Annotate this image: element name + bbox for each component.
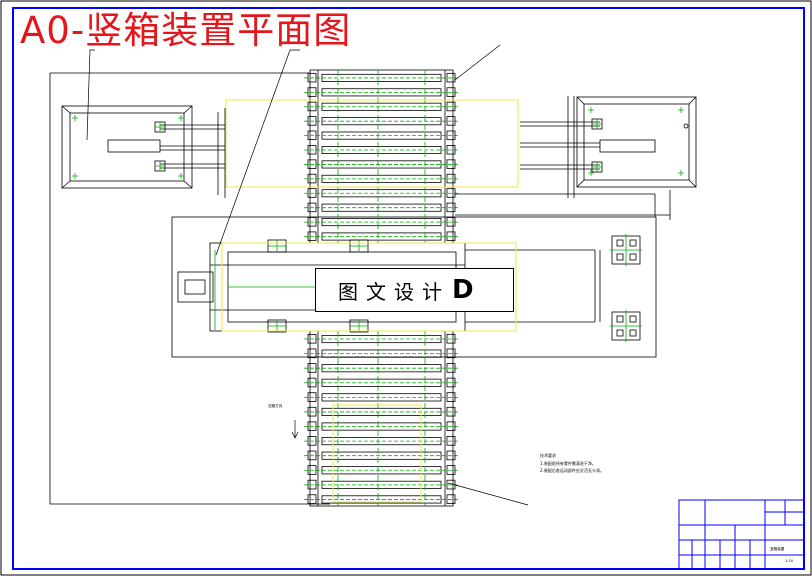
roller-bearing xyxy=(446,450,456,461)
roller-bearing xyxy=(307,450,317,461)
roller-bearing xyxy=(307,436,317,446)
roller-bearing xyxy=(446,72,456,83)
roller-bearing xyxy=(307,159,317,169)
roller-bearing xyxy=(446,494,456,504)
roller-bearing xyxy=(446,465,456,475)
roller-bearing xyxy=(307,363,317,373)
roller-bearing xyxy=(446,130,456,141)
lower-conveyor xyxy=(304,330,459,507)
roller-bearing xyxy=(446,202,456,213)
conveyor-roller xyxy=(321,364,442,373)
drawing-title: A0-竖箱装置平面图 xyxy=(20,9,352,52)
roller-bearing xyxy=(307,333,317,344)
roller-bearing xyxy=(446,217,456,227)
roller-bearing xyxy=(446,231,456,241)
roller-bearing xyxy=(307,348,317,359)
conveyor-roller xyxy=(321,174,442,183)
conveyor-roller xyxy=(321,349,442,358)
roller-bearing xyxy=(446,406,456,417)
conveyor-roller xyxy=(321,334,442,344)
upper-conveyor xyxy=(304,69,459,244)
conveyor-roller xyxy=(321,218,442,227)
roller-bearing xyxy=(446,173,456,184)
roller-bearing xyxy=(446,188,456,198)
motion-envelopes xyxy=(221,99,519,503)
conveyor-roller xyxy=(321,466,442,475)
technical-notes: 技术要求 1.装配前所有零件需清洗干净。 2.装配后各运动部件应灵活无卡滞。 xyxy=(540,452,604,475)
conveyor-roller xyxy=(321,160,442,169)
conveyor-roller xyxy=(321,88,442,97)
roller-bearing xyxy=(446,333,456,344)
right-frame-markers xyxy=(588,107,684,176)
roller-bearing xyxy=(446,145,456,155)
roller-bearing xyxy=(307,101,317,112)
conveyor-roller xyxy=(321,189,442,198)
direction-label: 送箱方向 xyxy=(268,404,283,408)
roller-bearing xyxy=(446,421,456,432)
conveyor-roller xyxy=(321,451,442,460)
roller-bearing xyxy=(307,87,317,97)
watermark-text: 图文设计 xyxy=(338,279,450,304)
roller-bearing xyxy=(446,377,456,388)
note-line-2: 2.装配后各运动部件应灵活无卡滞。 xyxy=(540,468,604,474)
right-frame xyxy=(520,96,697,198)
left-frame-markers xyxy=(72,115,184,179)
roller-bearing xyxy=(307,202,317,213)
roller-bearing xyxy=(307,494,317,504)
roller-bearing xyxy=(307,217,317,227)
conveyor-roller xyxy=(321,73,442,82)
conveyor-roller xyxy=(321,378,442,387)
drawing-frame-inner xyxy=(12,7,805,570)
left-frame xyxy=(61,105,226,198)
roller-bearing xyxy=(307,406,317,417)
conveyor-roller xyxy=(321,437,442,446)
watermark-logo-letter: D xyxy=(452,275,474,305)
note-heading: 技术要求 xyxy=(540,453,556,458)
roller-bearing xyxy=(307,72,317,83)
conveyor-roller xyxy=(321,407,442,416)
roller-bearing xyxy=(307,392,317,402)
roller-bearing xyxy=(307,145,317,155)
roller-bearing xyxy=(307,479,317,490)
conveyor-roller xyxy=(321,117,442,126)
roller-bearing xyxy=(307,116,317,126)
roller-bearing xyxy=(446,116,456,126)
leader-lines xyxy=(86,44,529,506)
roller-bearing xyxy=(307,231,317,241)
roller-bearing xyxy=(446,159,456,169)
title-block xyxy=(678,499,805,570)
conveyor-roller xyxy=(321,131,442,140)
roller-bearing xyxy=(307,188,317,198)
roller-bearing xyxy=(307,465,317,475)
roller-bearing xyxy=(446,87,456,97)
roller-bearing xyxy=(307,130,317,141)
roller-bearing xyxy=(446,101,456,112)
conveyor-roller xyxy=(321,203,442,212)
watermark-banner: 图文设计 D xyxy=(315,268,514,312)
roller-bearing xyxy=(446,436,456,446)
title-block-drawing-name: 竖箱装置 xyxy=(770,547,785,551)
conveyor-roller xyxy=(321,146,442,155)
roller-bearing xyxy=(307,377,317,388)
roller-bearing xyxy=(446,392,456,402)
title-block-scale: 1:10 xyxy=(785,559,794,563)
conveyor-roller xyxy=(321,422,442,431)
conveyor-roller xyxy=(321,480,442,489)
conveyor-roller xyxy=(321,232,442,241)
roller-bearing xyxy=(307,173,317,184)
note-line-1: 1.装配前所有零件需清洗干净。 xyxy=(540,460,596,466)
conveyor-roller xyxy=(321,393,442,402)
roller-bearing xyxy=(446,363,456,373)
conveyor-roller xyxy=(321,102,442,111)
roller-bearing xyxy=(446,348,456,359)
roller-bearing xyxy=(307,421,317,432)
